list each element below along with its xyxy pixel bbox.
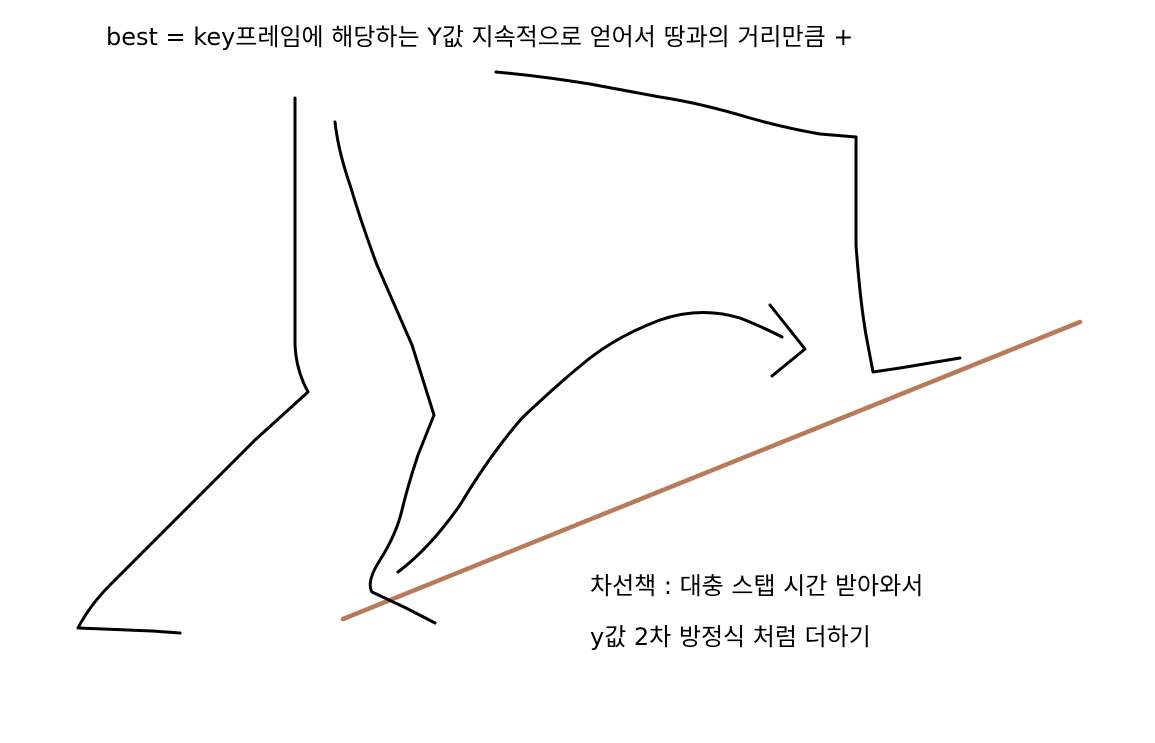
raised-leg-stroke — [494, 70, 962, 374]
alternative-note-line-1: 차선책 : 대충 스탭 시간 받아와서 — [590, 572, 924, 600]
back-leg-stroke — [76, 96, 310, 635]
header-formula-text: best = key프레임에 해당하는 Y값 지속적으로 얻어서 땅과의 거리만… — [106, 23, 854, 51]
motion-arrow-head — [768, 303, 807, 378]
ground-slope-line — [340, 319, 1083, 622]
alternative-note-line-2: y값 2차 방정식 처럼 더하기 — [590, 623, 871, 651]
motion-arrow-curve — [396, 311, 784, 574]
front-leg-stroke — [333, 120, 437, 625]
